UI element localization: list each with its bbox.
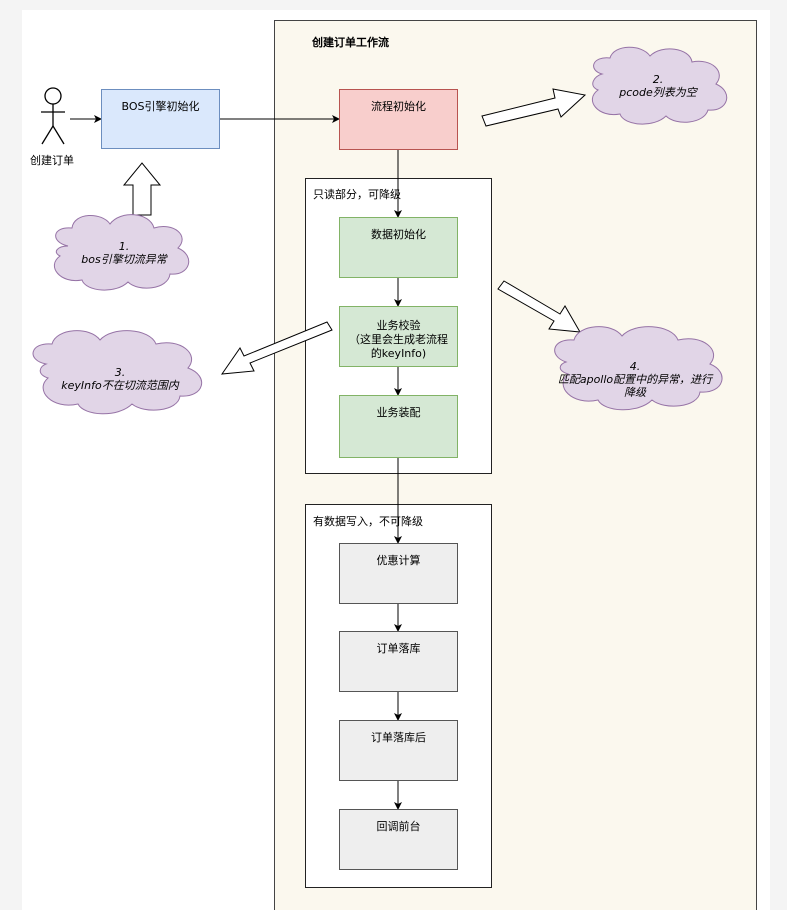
block-arrow-down-right-icon	[497, 280, 581, 333]
node-callback-label: 回调前台	[376, 820, 421, 833]
node-order-after-label: 订单落库后	[371, 731, 426, 744]
cloud-2-label: pcode列表为空	[619, 86, 697, 99]
block-arrow-up-icon	[122, 162, 162, 216]
cloud-2-shape	[591, 46, 728, 125]
node-discount-calc-label: 优惠计算	[376, 554, 421, 567]
cloud-1-label: bos引擎切流异常	[81, 253, 167, 266]
user-actor-icon	[41, 87, 65, 145]
node-flow-init-label: 流程初始化	[371, 100, 426, 113]
cloud-4-line1: 匹配apollo配置中的异常，进行	[557, 373, 713, 386]
node-biz-check-line1: 业务校验	[376, 319, 421, 332]
node-order-after: 订单落库后	[339, 720, 458, 781]
node-biz-check: 业务校验 （这里会生成老流程 的keyInfo)	[339, 306, 458, 367]
cloud-2-text: 2. pcode列表为空	[598, 73, 718, 99]
cloud-4-number: 4.	[629, 360, 641, 373]
node-biz-assemble-label: 业务装配	[376, 406, 421, 419]
cloud-4-shape	[554, 326, 723, 411]
cloud-3-number: 3.	[114, 366, 126, 379]
cloud-1-number: 1.	[118, 240, 130, 253]
cloud-4-line2: 降级	[624, 386, 646, 399]
block-arrow-left-down-icon	[220, 321, 333, 375]
cloud-2-number: 2.	[652, 73, 664, 86]
node-discount-calc: 优惠计算	[339, 543, 458, 604]
node-data-init: 数据初始化	[339, 217, 458, 278]
readonly-group-label: 只读部分，可降级	[313, 188, 401, 201]
cloud-1-shape	[53, 214, 190, 291]
cloud-3-label: keyInfo不在切流范围内	[61, 379, 179, 392]
cloud-3-text: 3. keyInfo不在切流范围内	[38, 366, 202, 392]
write-group-label: 有数据写入，不可降级	[313, 515, 423, 528]
actor-label: 创建订单	[30, 154, 74, 167]
node-order-persist-label: 订单落库	[376, 642, 421, 655]
cloud-1-text: 1. bos引擎切流异常	[60, 240, 188, 266]
node-callback: 回调前台	[339, 809, 458, 870]
node-biz-check-line3: 的keyInfo)	[370, 347, 427, 360]
cloud-4-text: 4. 匹配apollo配置中的异常，进行 降级	[540, 360, 730, 399]
node-bos-init: BOS引擎初始化	[101, 89, 220, 149]
node-biz-check-line2: （这里会生成老流程	[349, 333, 448, 346]
workflow-title: 创建订单工作流	[312, 36, 389, 49]
block-arrow-right-up-icon	[481, 88, 587, 127]
node-bos-init-label: BOS引擎初始化	[121, 100, 200, 113]
node-order-persist: 订单落库	[339, 631, 458, 692]
node-biz-assemble: 业务装配	[339, 395, 458, 458]
node-data-init-label: 数据初始化	[371, 228, 426, 241]
node-flow-init: 流程初始化	[339, 89, 458, 150]
cloud-3-shape	[32, 330, 203, 415]
